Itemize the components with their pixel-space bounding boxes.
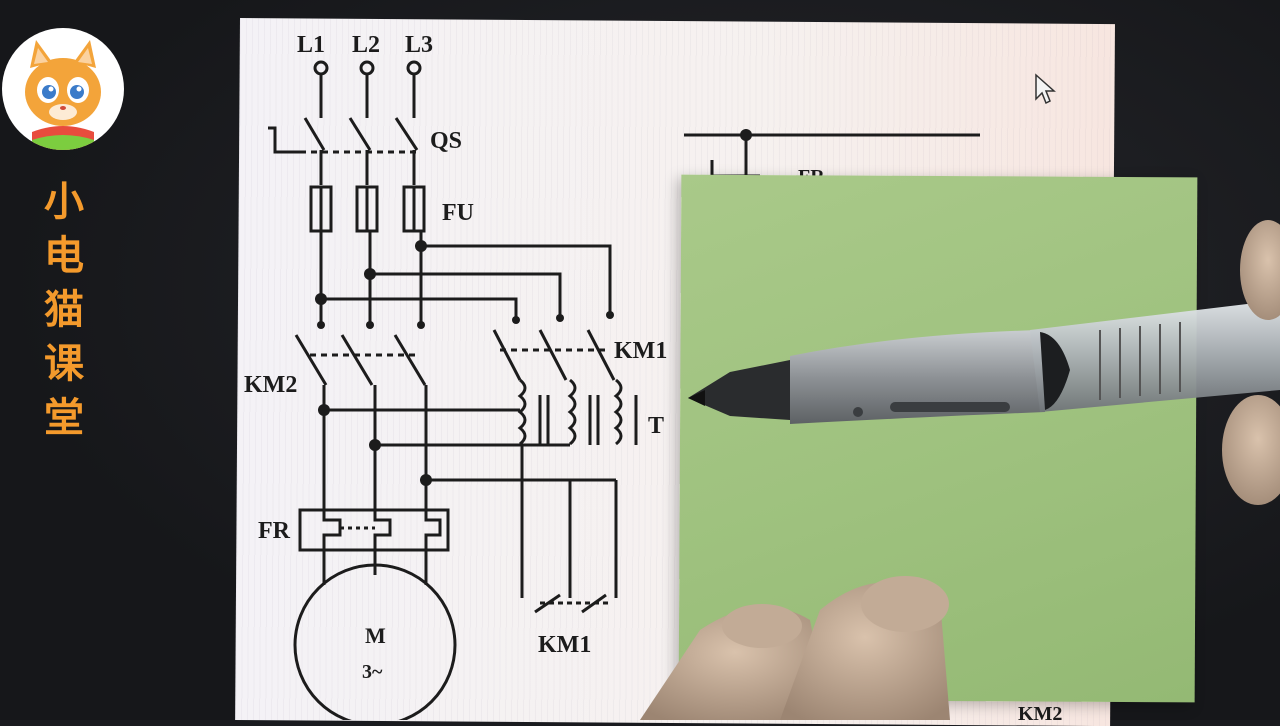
label-motor: M bbox=[365, 623, 386, 648]
label-fr: FR bbox=[258, 518, 291, 544]
brand-char-5: 堂 bbox=[44, 395, 84, 441]
cartoon-cat-icon bbox=[2, 28, 124, 150]
brand-char-2: 电 bbox=[44, 233, 84, 279]
channel-brand-vertical: 小 电 猫 课 堂 bbox=[36, 178, 92, 442]
label-l3: L3 bbox=[405, 32, 433, 58]
mouse-pointer-icon bbox=[1034, 73, 1056, 110]
brand-char-3: 猫 bbox=[44, 287, 84, 333]
label-fu: FU bbox=[442, 200, 474, 226]
label-l2: L2 bbox=[352, 32, 380, 58]
label-km1-top: KM1 bbox=[614, 338, 667, 364]
label-km1-bottom: KM1 bbox=[538, 632, 591, 658]
label-control-km2: KM2 bbox=[1018, 703, 1062, 720]
label-km2: KM2 bbox=[244, 372, 297, 398]
label-qs: QS bbox=[430, 128, 462, 154]
label-motor-phase: 3~ bbox=[362, 661, 383, 683]
brand-char-1: 小 bbox=[44, 179, 84, 225]
label-t: T bbox=[648, 413, 664, 439]
label-l1: L1 bbox=[297, 32, 325, 58]
brand-char-4: 课 bbox=[44, 341, 84, 387]
